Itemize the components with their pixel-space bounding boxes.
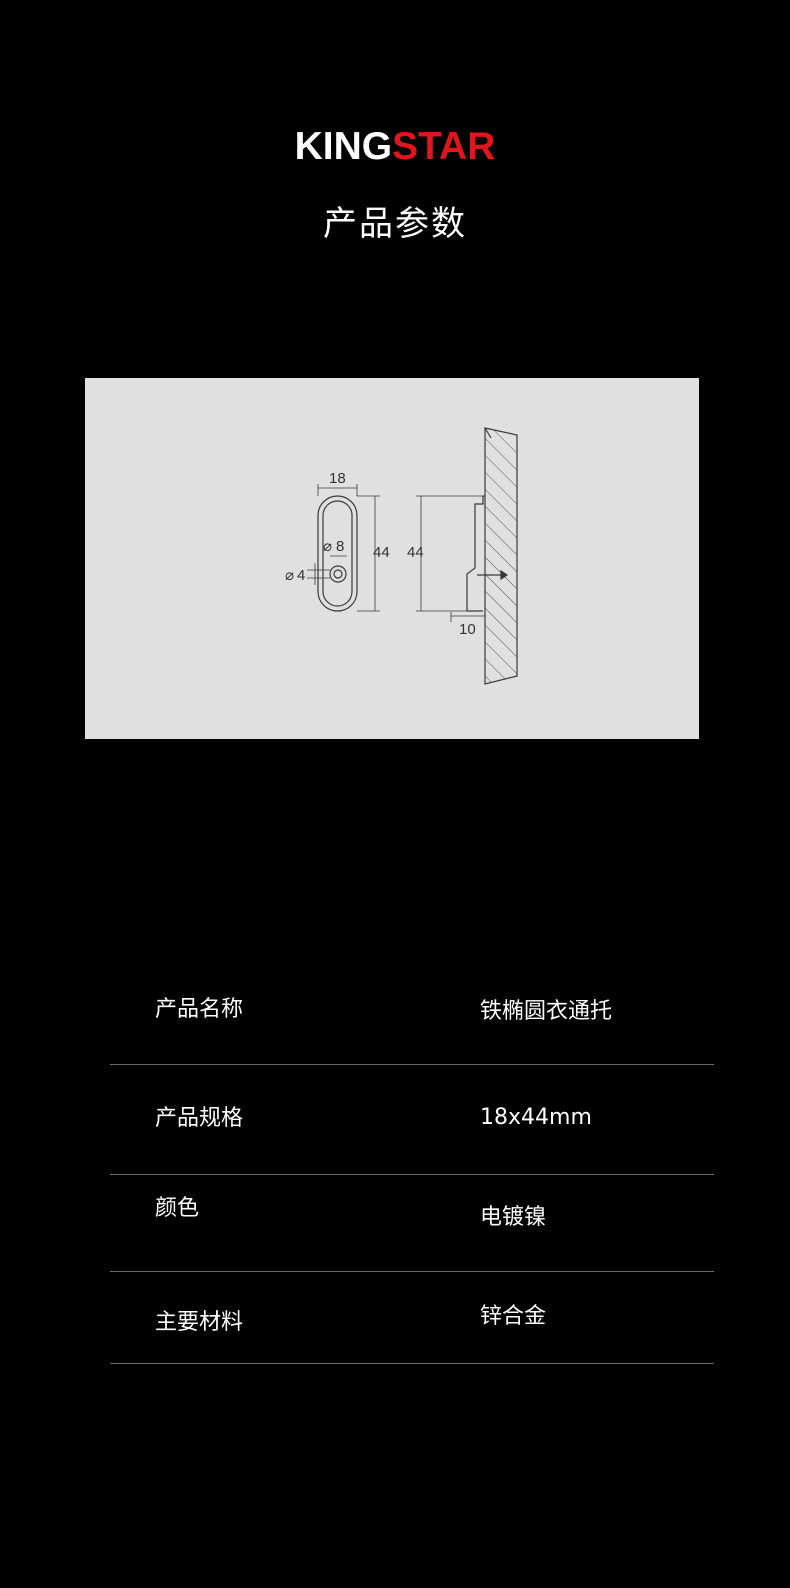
brand-logo-king: KING	[294, 125, 393, 168]
side-view	[416, 427, 518, 685]
dim-hole-large-symbol: ⌀	[323, 538, 332, 555]
screw-hole-small	[333, 569, 343, 579]
spec-value: 锌合金	[480, 1304, 547, 1329]
dim-hole-small-symbol: ⌀	[285, 567, 294, 584]
dim-width-label: 18	[329, 470, 346, 487]
bracket-profile	[466, 496, 484, 612]
spec-row-material: 主要材料 锌合金	[110, 1272, 714, 1364]
divider	[110, 1271, 714, 1272]
dim-hole-small-label: 4	[297, 567, 305, 584]
spec-label: 产品规格	[155, 1106, 244, 1131]
divider	[110, 1174, 714, 1175]
front-view	[307, 484, 380, 612]
section-title: 产品参数	[323, 204, 467, 244]
oval-outer	[317, 495, 358, 612]
dim-height-side-label: 44	[407, 544, 424, 561]
spec-row-color: 颜色 电镀镍	[110, 1175, 714, 1272]
spec-row-specification: 产品规格 18x44mm	[110, 1065, 714, 1175]
spec-label: 主要材料	[155, 1310, 244, 1335]
divider	[110, 1064, 714, 1065]
technical-drawing-panel: 18 44 ⌀ 8 ⌀ 4 44 10	[85, 378, 699, 739]
spec-row-product-name: 产品名称 铁椭圆衣通托	[110, 980, 714, 1065]
spec-value: 18x44mm	[480, 1105, 592, 1130]
divider	[110, 1363, 714, 1364]
spec-label: 颜色	[155, 1196, 200, 1221]
spec-value: 铁椭圆衣通托	[480, 999, 613, 1024]
screw-hole-large	[329, 565, 347, 583]
dim-hole-large-label: 8	[336, 538, 344, 555]
brand-logo: KINGSTAR	[0, 124, 790, 170]
oval-inner	[322, 500, 353, 607]
spec-value: 电镀镍	[480, 1205, 547, 1230]
dim-height-front-label: 44	[373, 544, 390, 561]
wall-section	[484, 427, 518, 685]
technical-drawing: 18 44 ⌀ 8 ⌀ 4 44 10	[285, 427, 518, 685]
brand-logo-star: STAR	[392, 125, 496, 168]
spec-label: 产品名称	[155, 997, 244, 1022]
dim-depth-label: 10	[459, 621, 476, 638]
